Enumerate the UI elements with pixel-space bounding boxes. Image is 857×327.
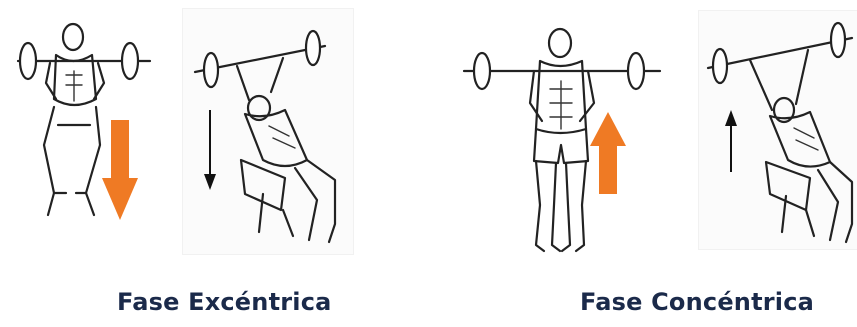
concentric-phase-panel: Fase Concéntrica <box>430 0 857 327</box>
arrow-up-icon <box>590 112 626 194</box>
arrow-up-small-icon <box>724 110 738 172</box>
standing-press-figure <box>460 25 670 255</box>
eccentric-phase-caption: Fase Excéntrica <box>117 288 332 316</box>
concentric-phase-caption: Fase Concéntrica <box>580 288 814 316</box>
eccentric-phase-panel: Fase Excéntrica <box>0 0 430 327</box>
arrow-down-icon <box>102 120 138 220</box>
arrow-down-small-icon <box>203 110 217 190</box>
